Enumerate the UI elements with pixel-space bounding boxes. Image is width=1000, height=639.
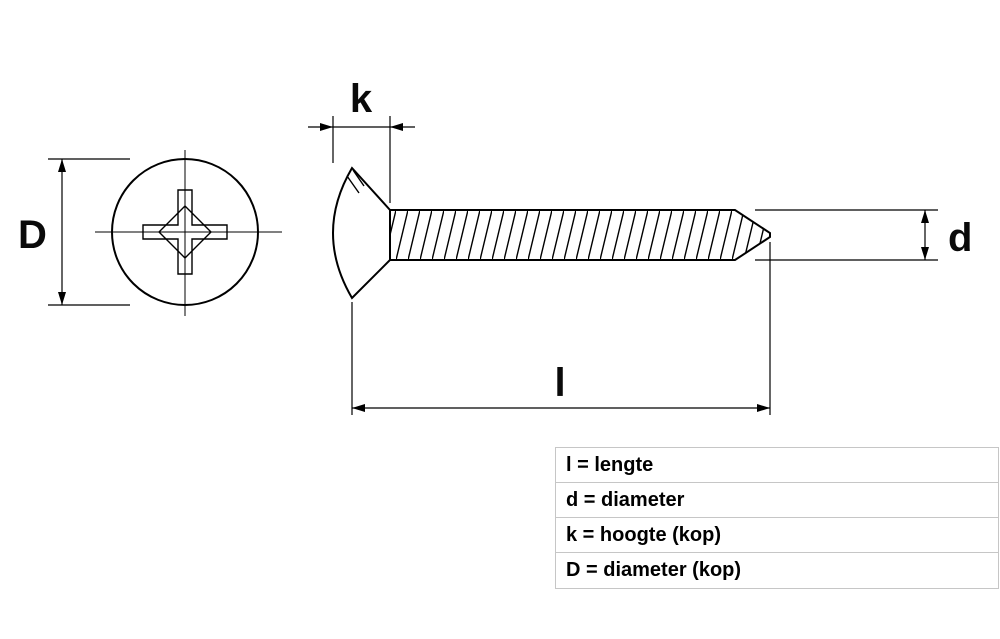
shank-threads [389,209,771,261]
front-view [95,150,282,316]
legend-row-head-height: k = hoogte (kop) [556,518,998,553]
arrow-left-icon [390,123,403,131]
legend-row-head-diameter: D = diameter (kop) [566,559,742,581]
arrow-left-icon [352,404,365,412]
recess-slot-line [352,169,365,187]
legend-table: l = lengte d = diameter k = hoogte (kop)… [555,447,999,589]
legend-row-diameter: d = diameter [556,483,998,518]
arrow-up-icon [58,159,66,172]
dimension-k: k [308,77,415,203]
dimension-d: d [755,209,972,261]
screw-head-profile [332,166,391,300]
label-head-height: k [350,77,373,121]
arrow-down-icon [58,292,66,305]
dimension-D: D [18,158,130,306]
arrow-right-icon [320,123,333,131]
recess-slot-line [346,175,360,194]
arrow-down-icon [921,247,929,260]
phillips-recess-cross [142,189,228,275]
label-shank-diameter: d [948,216,972,260]
label-length: l [554,361,565,405]
phillips-recess-diamond [158,205,212,259]
dimension-l: l [351,242,771,415]
arrow-up-icon [921,210,929,223]
legend-row-length: l = lengte [556,448,998,483]
label-head-diameter: D [18,213,47,257]
head-outline-circle [111,158,259,306]
side-view [332,166,771,300]
arrow-right-icon [757,404,770,412]
